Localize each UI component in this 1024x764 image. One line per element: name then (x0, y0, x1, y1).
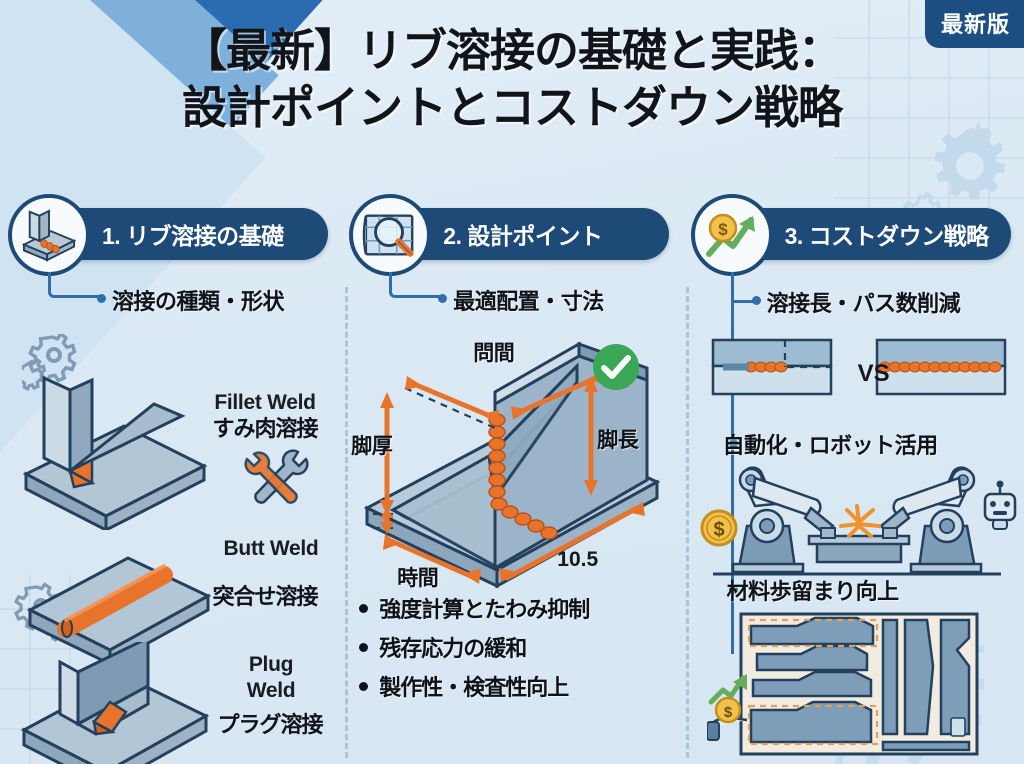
connector-design (389, 272, 442, 298)
weld-label-butt-jp-wrap: 突合せ溶接 (190, 584, 340, 610)
dim-label-top: 問間 (473, 342, 515, 365)
plug-weld-3d-icon (20, 642, 210, 764)
bullet-dot (359, 604, 369, 613)
gear-icon (22, 334, 77, 391)
section-design: 2. 設計ポイント 最適配置・寸法 (341, 192, 682, 764)
svg-text:$: $ (723, 704, 732, 721)
weld-label-fillet-jp: すみ肉溶接 (212, 416, 318, 441)
list-item: 残存応力の緩和 (359, 631, 589, 663)
weld-comparison-icon (711, 338, 1006, 396)
column-divider-2 (686, 287, 689, 758)
section-header-design[interactable]: 2. 設計ポイント (341, 194, 682, 276)
section-basics: 1. リブ溶接の基礎 (0, 192, 341, 764)
title-line-2: 設計ポイントとコストダウン戦略 (181, 82, 843, 133)
dim-label-left: 脚厚 (351, 435, 393, 458)
weld-label-plug-en-wrap: Plug Weld (196, 652, 346, 704)
bullet-dot (359, 682, 369, 691)
coin-growth-arrow-icon: $ (690, 194, 773, 276)
dim-label-bottom: 時間 (397, 567, 439, 590)
section-title-basics: 1. リブ溶接の基礎 (44, 208, 328, 260)
rib-bracket-isometric-icon (363, 341, 661, 589)
subhead-cost-3: 材料歩留まり向上 (726, 579, 900, 604)
bullet-dot (359, 643, 369, 652)
weld-label-butt-jp: 突合せ溶接 (212, 584, 318, 609)
sections-container: 1. リブ溶接の基礎 (0, 192, 1024, 764)
list-item: 強度計算とたわみ抑制 (359, 592, 590, 624)
weld-label-plug-jp: プラグ溶接 (217, 712, 323, 737)
section-title-design: 2. 設計ポイント (385, 208, 670, 260)
section-header-cost[interactable]: 3. コストダウン戦略 $ (683, 194, 1024, 276)
section-header-basics[interactable]: 1. リブ溶接の基礎 (0, 194, 341, 276)
weld-label-butt-en: Butt Weld (223, 537, 319, 560)
dim-label-right: 脚長 (597, 429, 639, 452)
blueprint-magnifier-icon (349, 194, 432, 276)
weld-label-fillet-en: Fillet Weld (214, 391, 316, 414)
connector-dot (438, 294, 448, 303)
column-divider-1 (345, 287, 348, 758)
bullet-text: 強度計算とたわみ抑制 (379, 597, 590, 622)
subhead-design: 最適配置・寸法 (453, 289, 604, 314)
weld-label-fillet: Fillet Weld すみ肉溶接 (190, 390, 340, 442)
gear-icon (934, 120, 1005, 201)
connector-timeline-cost (730, 272, 734, 654)
connector-dot (97, 294, 106, 303)
weld-label-plug-en-line1: Plug (248, 653, 294, 676)
title-line-1: 【最新】リブ溶接の基礎と実践： (181, 25, 843, 76)
subhead-basics: 溶接の種類・形状 (112, 289, 285, 314)
bullet-text: 残存応力の緩和 (379, 636, 527, 661)
section-title-cost: 3. コストダウン戦略 (726, 208, 1011, 260)
fillet-weld-joint-icon (8, 194, 90, 276)
weld-label-butt-en-wrap: Butt Weld (196, 536, 346, 562)
check-circle-icon (593, 344, 640, 390)
list-item: 製作性・検査性向上 (359, 670, 589, 702)
design-bullet-list: 強度計算とたわみ抑制 残存応力の緩和 製作性・検査性向上 (359, 592, 590, 709)
connector-branch (730, 300, 755, 303)
connector-dot (728, 439, 738, 448)
connector-dot (751, 296, 761, 305)
fillet-weld-3d-icon (22, 375, 208, 530)
welding-robot-arms-icon: $ (700, 466, 1016, 576)
vs-label: VS (857, 360, 890, 387)
dim-value: 10.5 (557, 548, 599, 571)
section-cost: 3. コストダウン戦略 $ 溶接長・パス数削減 (683, 192, 1024, 764)
wrench-icon (244, 449, 309, 504)
status-badge: 最新版 (924, 0, 1024, 48)
subhead-cost-1: 溶接長・パス数削減 (766, 291, 961, 316)
nesting-layout-icon: $ (706, 612, 979, 756)
svg-text:$: $ (713, 519, 724, 541)
svg-text:$: $ (718, 220, 728, 239)
page-title: 【最新】リブ溶接の基礎と実践： 設計ポイントとコストダウン戦略 (0, 22, 1024, 136)
weld-label-plug-jp-wrap: プラグ溶接 (190, 712, 350, 738)
weld-label-plug-en-line2: Weld (246, 679, 296, 702)
connector-dot (728, 585, 738, 594)
subhead-cost-2: 自動化・ロボット活用 (722, 433, 939, 458)
bullet-text: 製作性・検査性向上 (379, 675, 569, 700)
connector-basics (48, 272, 100, 298)
